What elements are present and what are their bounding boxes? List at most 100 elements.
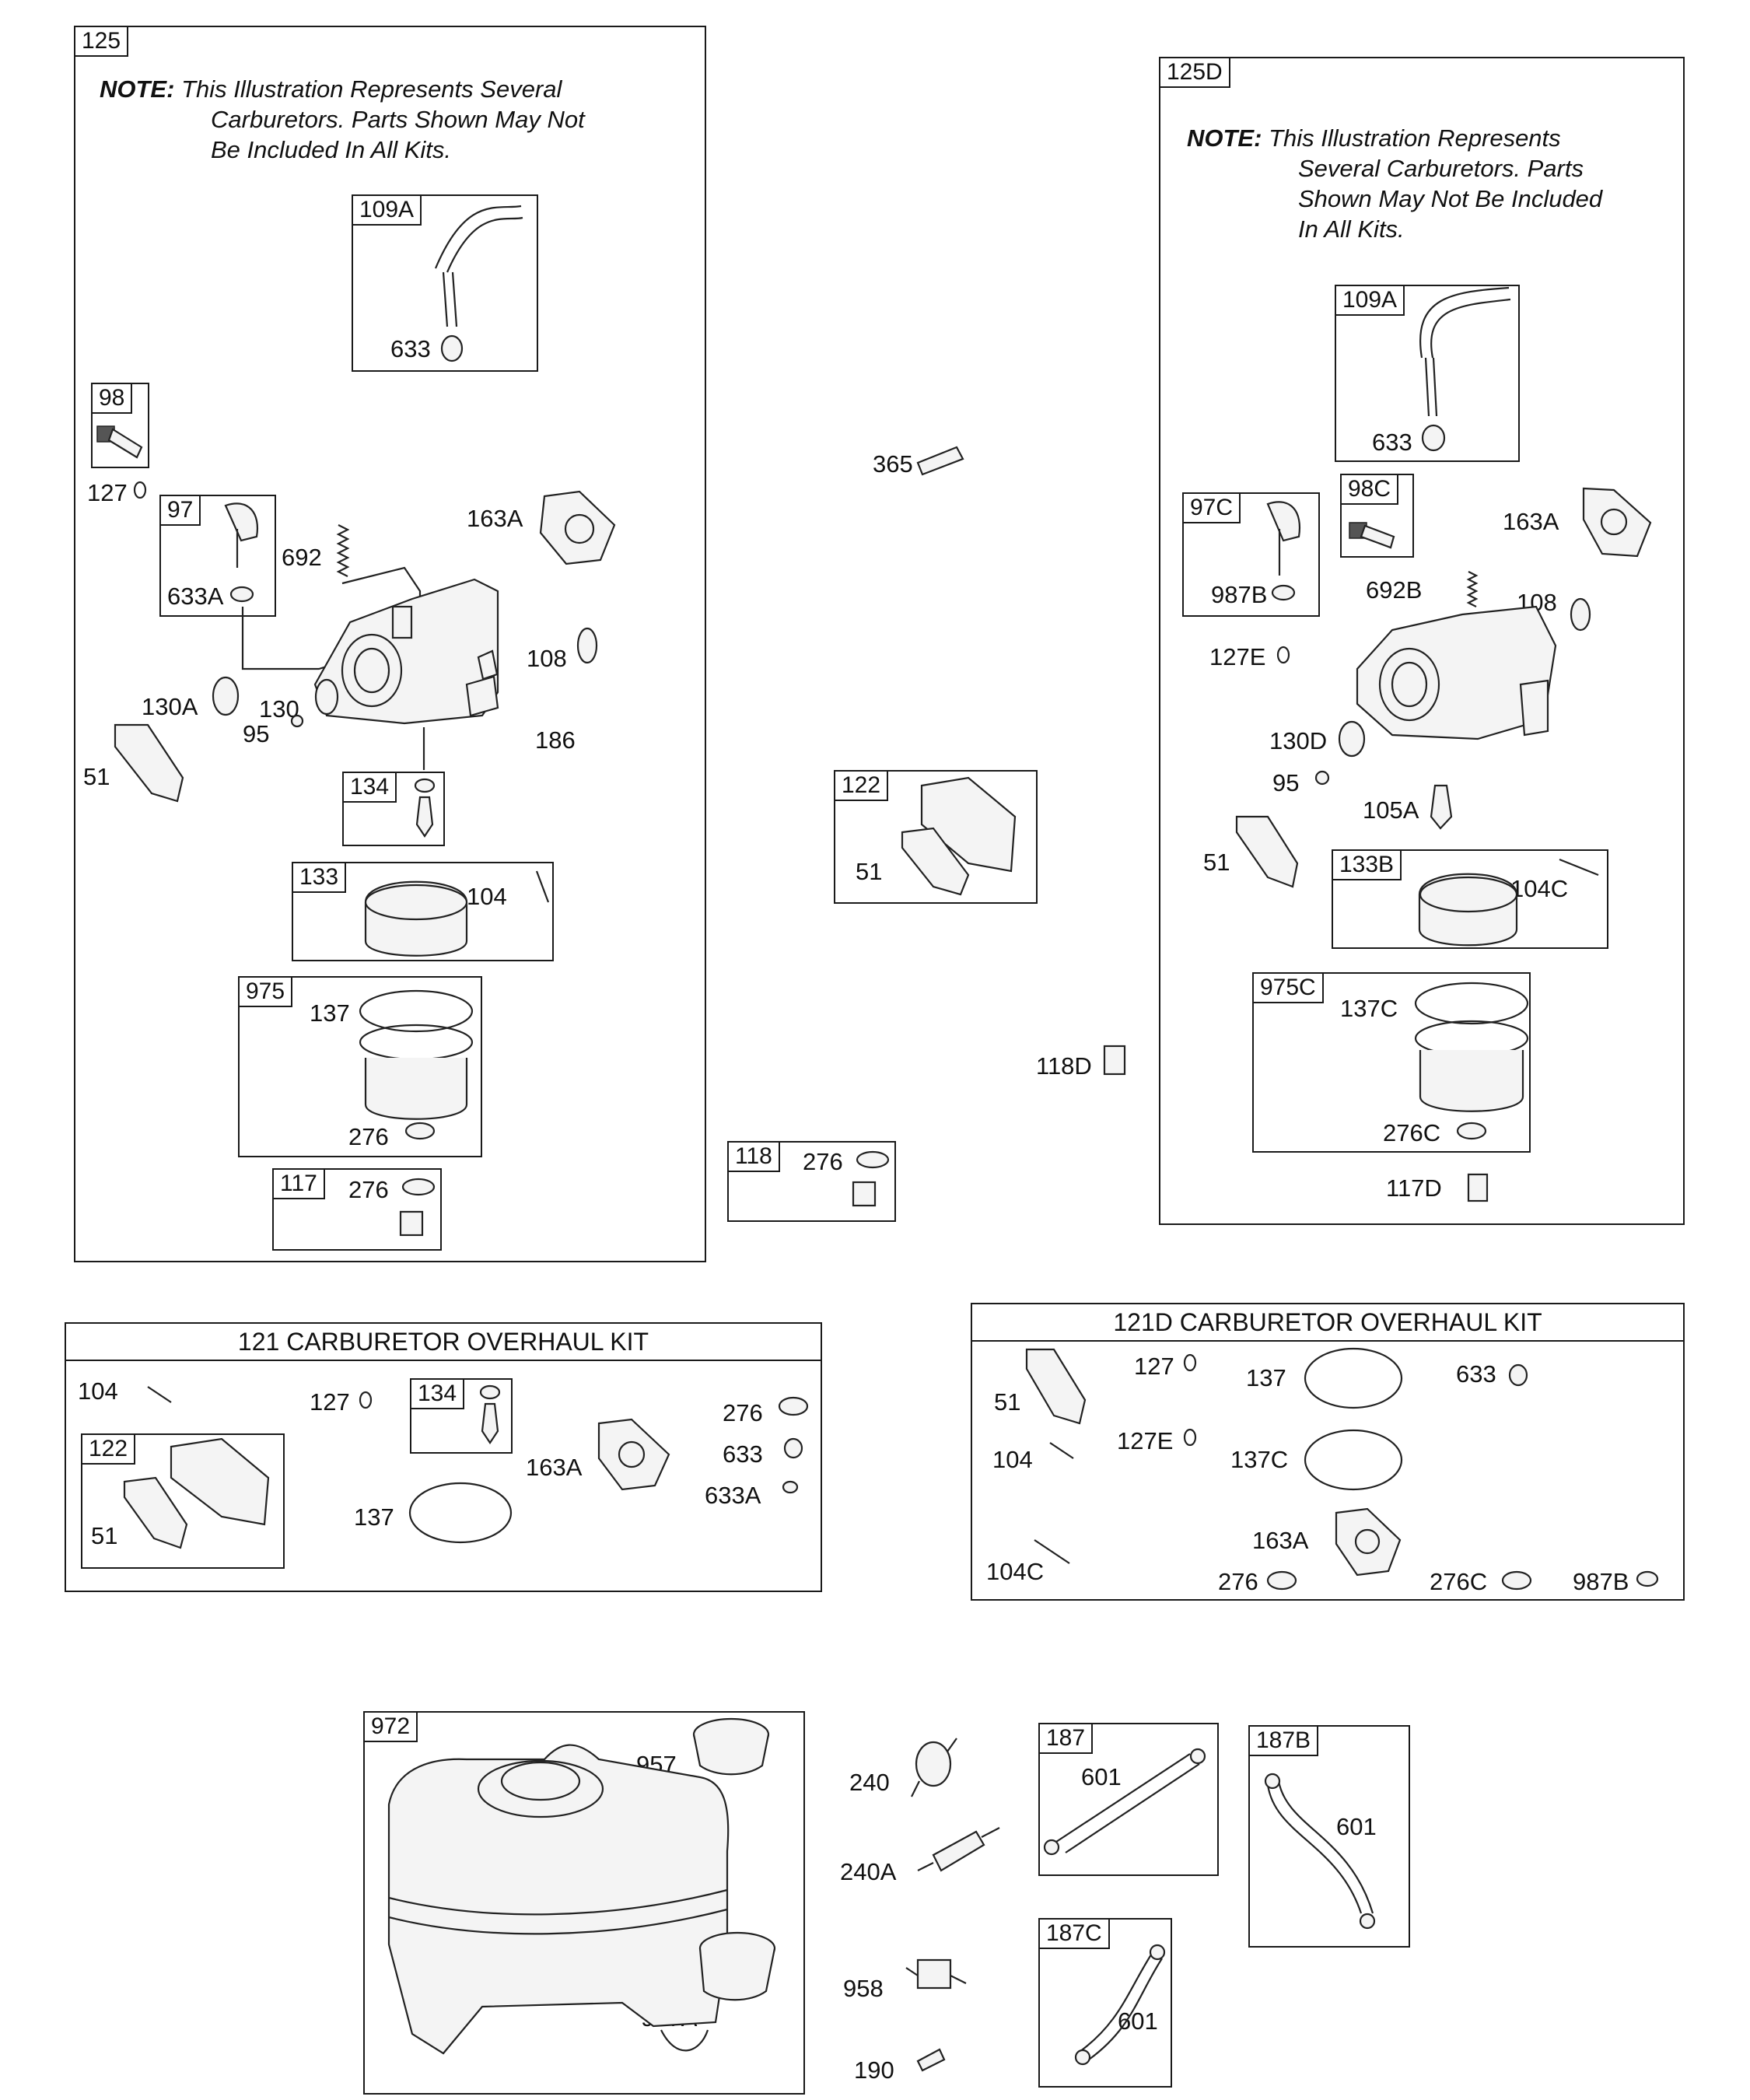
part-label: 104	[467, 883, 507, 910]
o-ring-drawing	[359, 1391, 373, 1409]
vented-fuel-cap-drawing	[660, 1931, 776, 2052]
gasket-drawing	[597, 1418, 670, 1491]
kit-box-97c	[1182, 492, 1320, 617]
part-label: 633	[1372, 429, 1412, 456]
panel-125d-tag: 125D	[1159, 57, 1230, 88]
part-label: 95	[1272, 769, 1300, 796]
part-label: 276	[723, 1399, 763, 1426]
part-label: 163A	[526, 1454, 583, 1481]
part-label: 137C	[1340, 995, 1398, 1022]
throttle-lever-drawing	[1266, 501, 1301, 601]
part-label: 186	[535, 726, 576, 754]
kit-box-187	[1038, 1723, 1219, 1876]
kit-121-tag-134: 134	[410, 1378, 465, 1409]
float-bowl-drawing	[359, 989, 474, 1140]
kit-box-117	[272, 1168, 442, 1251]
kit-121-tag-122: 122	[81, 1433, 136, 1465]
needle-valve-drawing	[1430, 784, 1453, 830]
part-label: 127	[87, 479, 128, 506]
o-ring-drawing	[408, 1482, 513, 1544]
gasket-drawing	[1235, 815, 1299, 888]
part-label: 365	[873, 450, 913, 478]
part-label: 104	[992, 1446, 1033, 1473]
kit-box-133b	[1332, 849, 1608, 949]
screw-drawing	[1349, 522, 1395, 549]
gasket-drawing	[539, 490, 616, 565]
part-label: 117D	[1386, 1174, 1442, 1202]
part-label: 137C	[1230, 1446, 1289, 1473]
float-bowl-drawing	[1414, 982, 1529, 1140]
part-label: 127	[310, 1388, 350, 1416]
kit-box-109a	[352, 194, 538, 372]
part-label: 276	[1218, 1568, 1258, 1595]
plate-drawing	[576, 627, 598, 664]
part-label: 163A	[467, 505, 523, 532]
part-label: 276	[348, 1176, 389, 1203]
part-label: 601	[1336, 1813, 1377, 1840]
part-label: 104	[78, 1377, 118, 1405]
insulator-drawing	[901, 776, 1017, 896]
part-label: 276	[348, 1123, 389, 1150]
part-label: 987B	[1211, 581, 1268, 608]
kit-tag-109a: 109A	[352, 194, 422, 226]
note-line: Carburetors. Parts Shown May Not	[211, 106, 585, 133]
kit-box-133	[292, 862, 554, 961]
part-label: 601	[1118, 2007, 1158, 2035]
fuel-filter-drawing	[917, 1827, 1000, 1872]
kit-tag-134: 134	[342, 772, 397, 803]
drain-screw-drawing	[1467, 1173, 1489, 1202]
part-label: 190	[854, 2056, 894, 2084]
gasket-drawing	[114, 723, 184, 803]
kit-tag-109a-d: 109A	[1335, 285, 1405, 316]
part-label: 987B	[1573, 1568, 1629, 1595]
kit-tag-133: 133	[292, 862, 347, 893]
part-label: 240	[849, 1769, 890, 1796]
kit-tag-97c: 97C	[1182, 492, 1241, 523]
gasket-drawing	[1335, 1507, 1402, 1577]
screw-drawing	[1314, 770, 1330, 786]
part-label: 51	[83, 763, 110, 790]
washer-drawing	[782, 1480, 799, 1494]
kit-tag-187c: 187C	[1038, 1918, 1110, 1949]
needle-valve-drawing	[479, 1384, 501, 1444]
part-label: 137	[1246, 1364, 1286, 1391]
kit-tag-975: 975	[238, 976, 293, 1007]
kit-tag-133b: 133B	[1332, 849, 1402, 880]
kit-tag-117: 117	[272, 1168, 325, 1199]
note-lead: NOTE:	[1187, 124, 1262, 152]
panel-125-note: NOTE: This Illustration Represents Sever…	[100, 74, 585, 165]
o-ring-drawing	[1183, 1353, 1197, 1372]
screw-drawing	[96, 425, 143, 459]
fuel-line-drawing	[1264, 1773, 1376, 1930]
kit-tag-98c: 98C	[1340, 474, 1399, 505]
throttle-lever-drawing	[224, 502, 259, 603]
plate-drawing	[1338, 720, 1366, 758]
kit-121d-title-bar	[971, 1303, 1685, 1342]
bushing-drawing	[783, 1437, 803, 1459]
part-label: 240A	[840, 1858, 897, 1885]
part-label: 601	[1081, 1763, 1122, 1790]
part-label: 633	[390, 335, 431, 362]
part-label: 51	[856, 858, 883, 885]
fuel-line-drawing	[1074, 1944, 1166, 2066]
kit-box-187b	[1248, 1725, 1410, 1948]
plate-drawing	[314, 678, 339, 716]
choke-link-drawing	[1419, 286, 1511, 452]
o-ring-drawing	[1276, 646, 1290, 664]
part-label: 127E	[1117, 1427, 1174, 1454]
kit-121-title-bar	[65, 1322, 822, 1361]
o-ring-drawing	[1304, 1347, 1403, 1409]
note-line: This Illustration Represents Several	[181, 75, 562, 103]
bushing-drawing	[1508, 1363, 1528, 1387]
drain-screw-drawing	[399, 1178, 436, 1237]
kit-box-109a-d	[1335, 285, 1520, 462]
kit-tag-97: 97	[159, 495, 201, 526]
note-line: Shown May Not Be Included	[1298, 185, 1603, 212]
spring-drawing	[1466, 571, 1479, 607]
float-drawing	[1418, 858, 1599, 947]
note-line: In All Kits.	[1298, 215, 1405, 243]
kit-tag-118: 118	[727, 1141, 780, 1172]
kit-box-97	[159, 495, 276, 617]
kit-box-118	[727, 1141, 896, 1222]
